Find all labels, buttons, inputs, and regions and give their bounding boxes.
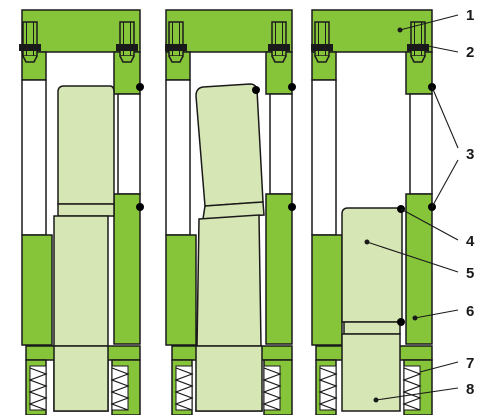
label-8: 8: [466, 381, 474, 398]
leader-lines: [366, 14, 459, 401]
label-2: 2: [466, 44, 474, 61]
panel-2: [164, 9, 296, 415]
label-4: 4: [466, 233, 475, 250]
panel-3: [310, 9, 436, 415]
panel-1: [18, 9, 144, 415]
label-7: 7: [466, 355, 474, 372]
label-3: 3: [466, 146, 474, 163]
callout-labels: 1 2 3 4 5 6 7 8: [466, 7, 475, 398]
label-5: 5: [466, 265, 474, 282]
label-1: 1: [466, 7, 474, 24]
label-6: 6: [466, 303, 474, 320]
